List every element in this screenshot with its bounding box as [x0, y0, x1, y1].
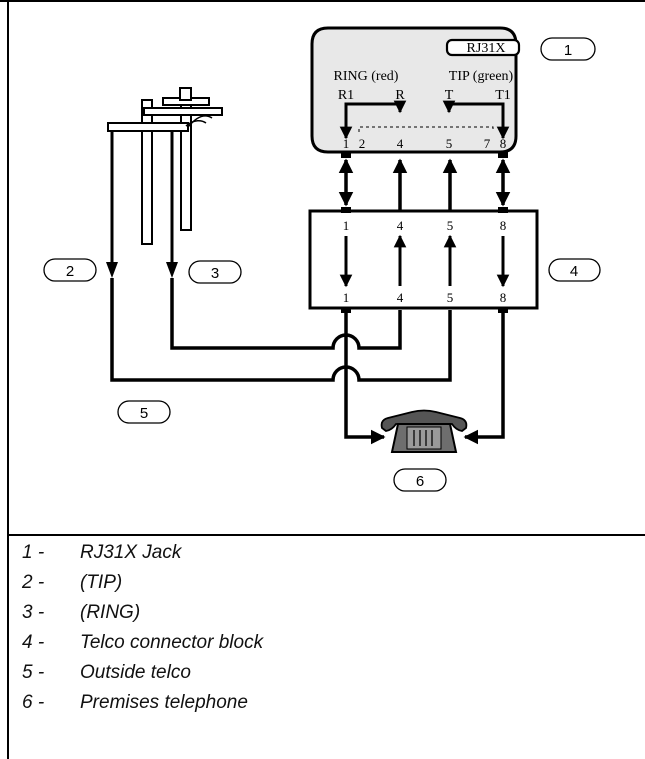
- legend-number: 2 -: [22, 572, 45, 593]
- legend-item: 4 - Telco connector block: [22, 628, 622, 658]
- rj31x-jack: RJ31X RING (red) TIP (green) R1 R T T1 1…: [310, 26, 521, 154]
- svg-text:5: 5: [140, 405, 148, 422]
- callout-1: 1: [540, 37, 596, 61]
- pin-label-r1: R1: [338, 88, 354, 103]
- pin-label-t: T: [445, 88, 454, 103]
- legend-item: 3 - (RING): [22, 598, 622, 628]
- legend-number: 3 -: [22, 602, 45, 623]
- legend-number: 5 -: [22, 662, 45, 683]
- telephone-icon: [380, 409, 468, 453]
- rj31x-label-box: [445, 38, 521, 57]
- legend-text: Telco connector block: [80, 632, 264, 653]
- svg-text:2: 2: [66, 263, 74, 280]
- legend-text: (RING): [80, 602, 141, 623]
- svg-text:4: 4: [570, 263, 578, 280]
- frame-top-border: [0, 0, 645, 2]
- legend-number: 1 -: [22, 542, 45, 563]
- block-bottom-pin-4: 4: [397, 290, 404, 305]
- legend-number: 6 -: [22, 692, 45, 713]
- jack-pin-4: 4: [397, 136, 404, 151]
- wiring-diagram-svg: RJ31X RING (red) TIP (green) R1 R T T1 1…: [43, 26, 601, 492]
- telco-connector-block: 1 4 5 8 1 4 5 8: [308, 209, 539, 310]
- block-top-pin-5: 5: [447, 218, 454, 233]
- callout-5: 5: [117, 400, 171, 424]
- block-bottom-pin-8: 8: [500, 290, 507, 305]
- tip-label: TIP (green): [449, 69, 514, 84]
- svg-text:6: 6: [416, 473, 424, 490]
- callout-6: 6: [393, 468, 447, 492]
- pin-label-r: R: [395, 88, 405, 103]
- legend-text: Premises telephone: [80, 692, 248, 713]
- jack-pin-2: 2: [359, 136, 366, 151]
- rj31x-label: RJ31X: [467, 41, 506, 56]
- dashed-bridge: [358, 126, 494, 132]
- block-top-pin-8: 8: [500, 218, 507, 233]
- frame-left-border: [7, 0, 9, 759]
- ring-jumper: [339, 100, 407, 140]
- callout-3: 3: [188, 260, 242, 284]
- legend-item: 5 - Outside telco: [22, 658, 622, 688]
- legend-text: RJ31X Jack: [80, 542, 182, 563]
- callout-2: 2: [43, 258, 97, 282]
- wiring-diagram: RJ31X RING (red) TIP (green) R1 R T T1 1…: [9, 2, 645, 534]
- tip-jumper: [442, 100, 510, 140]
- legend-divider: [7, 534, 645, 536]
- pin-label-t1: T1: [495, 88, 511, 103]
- premises-telephone-wires: [344, 313, 505, 445]
- legend-text: Outside telco: [80, 662, 191, 683]
- legend-item: 2 - (TIP): [22, 568, 622, 598]
- jack-pin-8: 8: [500, 136, 507, 151]
- svg-text:3: 3: [211, 265, 219, 282]
- jack-pin-5: 5: [446, 136, 453, 151]
- block-bottom-pin-1: 1: [343, 290, 350, 305]
- block-top-pin-4: 4: [397, 218, 404, 233]
- jack-pin-7: 7: [484, 136, 491, 151]
- svg-text:1: 1: [564, 42, 572, 59]
- callout-4: 4: [548, 258, 601, 282]
- block-bottom-pin-5: 5: [447, 290, 454, 305]
- block-top-pin-1: 1: [343, 218, 350, 233]
- legend-item: 1 - RJ31X Jack: [22, 538, 622, 568]
- legend-text: (TIP): [80, 572, 123, 593]
- jack-to-block-wires: [338, 152, 511, 313]
- ring-label: RING (red): [334, 69, 399, 84]
- jack-pin-1: 1: [343, 136, 350, 151]
- legend-item: 6 - Premises telephone: [22, 688, 622, 718]
- legend: 1 - RJ31X Jack 2 - (TIP) 3 - (RING) 4 - …: [22, 538, 622, 718]
- legend-number: 4 -: [22, 632, 45, 653]
- telephone-pole: [106, 87, 223, 278]
